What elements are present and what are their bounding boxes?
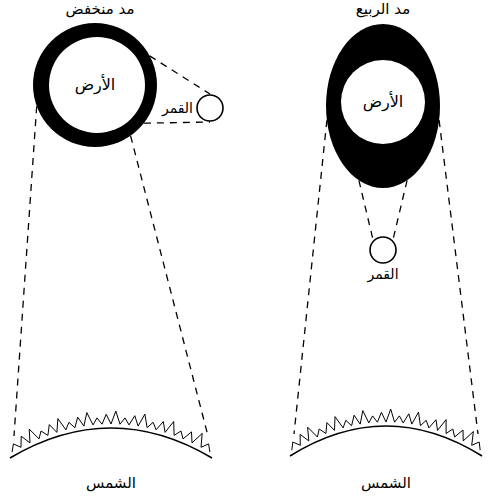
sun-label: الشمس — [361, 474, 411, 492]
sun-neap: الشمس — [6, 400, 216, 494]
earth-spring: الأرض — [326, 24, 440, 188]
dashed-line — [294, 120, 327, 434]
sun-corona — [292, 409, 480, 450]
tidal-bulge — [326, 24, 440, 188]
dashed-line — [150, 56, 210, 94]
sun-spring: الشمس — [286, 398, 486, 494]
earth-neap: الأرض — [33, 23, 157, 147]
dashed-connector — [14, 106, 208, 436]
dashed-line — [14, 106, 37, 436]
moon-label: القمر — [367, 266, 398, 283]
earth-disc — [49, 37, 145, 133]
moon-spring: القمر — [369, 236, 397, 264]
sun-label: الشمس — [86, 474, 136, 492]
moon-neap: القمر — [196, 94, 224, 122]
dashed-line — [131, 136, 208, 436]
tidal-bulge — [33, 23, 157, 147]
dashed-line — [144, 122, 210, 123]
earth-label: الأرض — [75, 75, 116, 94]
sun-corona — [12, 411, 210, 452]
moon-outline — [369, 236, 397, 264]
earth-label: الأرض — [363, 92, 404, 111]
moon-disc — [197, 95, 223, 121]
moon-outline — [196, 94, 224, 122]
moon-label: القمر — [162, 100, 193, 117]
panel-title: مد منخفض — [66, 0, 135, 18]
dashed-line — [439, 120, 478, 434]
dashed-connector — [359, 180, 407, 240]
earth-disc — [341, 60, 425, 144]
moon-disc — [370, 237, 396, 263]
dashed-line — [393, 180, 407, 240]
dashed-line — [359, 180, 373, 240]
panel-title: مد الربيع — [356, 0, 410, 18]
